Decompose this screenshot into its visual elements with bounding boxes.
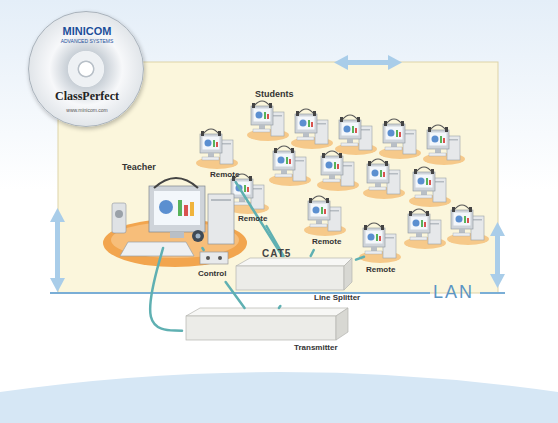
remote-station: Remote xyxy=(300,194,356,250)
station-label: Remote xyxy=(238,215,267,224)
station-label: Remote xyxy=(312,238,341,247)
brand-name: MINICOM xyxy=(29,25,145,37)
cable-label: CAT5 xyxy=(262,249,291,259)
cable-connector xyxy=(226,282,245,308)
station-label: Teacher xyxy=(122,163,156,173)
group-label: Students xyxy=(255,90,294,99)
cable-connector xyxy=(150,248,182,331)
product-name: ClassPerfect xyxy=(29,90,145,103)
device-label: Transmitter xyxy=(294,344,338,353)
control-box: Control xyxy=(196,250,232,282)
web-address: www.minicom.com xyxy=(29,108,145,114)
brand-tagline: ADVANCED SYSTEMS xyxy=(29,39,145,45)
cable-connector xyxy=(202,248,203,250)
remote-station: Remote xyxy=(356,221,414,277)
cable-connector xyxy=(236,182,283,256)
station-label: Remote xyxy=(366,266,395,275)
station-label: Remote xyxy=(210,171,239,180)
software-cd: MINICOM ADVANCED SYSTEMS ClassPerfect www.m… xyxy=(28,11,144,127)
cable-connector xyxy=(279,306,280,308)
remote-station: Remote xyxy=(192,126,244,182)
network-label: LAN xyxy=(433,283,474,301)
transmitter-unit: Transmitter xyxy=(182,308,342,356)
cable-connector xyxy=(356,257,364,260)
device-label: Control xyxy=(198,270,226,279)
remote-station: Remote xyxy=(224,172,278,226)
device-label: Line Splitter xyxy=(314,294,360,303)
cable-connector xyxy=(311,250,314,256)
line-splitter: Line Splitter xyxy=(232,256,364,306)
